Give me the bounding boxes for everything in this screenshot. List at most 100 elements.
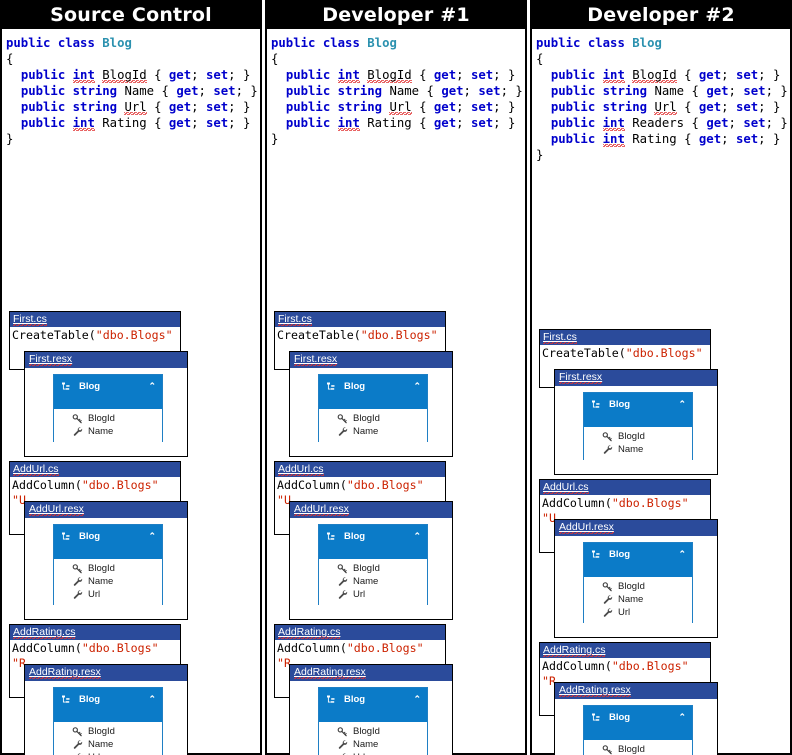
entity-icon xyxy=(327,695,335,703)
migration-resx-titlebar: AddUrl.resx xyxy=(25,502,187,518)
code-token: get xyxy=(433,100,457,114)
chevron-up-icon[interactable]: ⌃ xyxy=(148,694,156,704)
entity-header-spacer xyxy=(319,398,427,409)
code-token xyxy=(65,68,72,82)
migration-cs-code: CreateTable("dbo.Blogs" xyxy=(540,345,710,361)
entity-field-row[interactable]: BlogId xyxy=(319,562,427,575)
key-icon xyxy=(337,563,348,574)
code-token: string xyxy=(602,100,648,114)
key-icon xyxy=(337,726,348,737)
entity-field-row[interactable]: BlogId xyxy=(584,743,692,755)
entity-field-label: Url xyxy=(88,752,100,755)
entity-field-row[interactable]: Name xyxy=(319,738,427,751)
code-line: public class Blog xyxy=(271,35,525,51)
chevron-up-icon[interactable]: ⌃ xyxy=(413,531,421,541)
entity-field-row[interactable]: Url xyxy=(54,751,162,755)
entity-header[interactable]: Blog⌃ xyxy=(54,525,162,548)
entity-field-row[interactable]: BlogId xyxy=(54,562,162,575)
entity-field-row[interactable]: BlogId xyxy=(54,412,162,425)
code-token: public xyxy=(285,116,331,130)
code-token: ; } xyxy=(758,100,781,114)
entity-model-box[interactable]: Blog⌃BlogIdNameUrlRating xyxy=(53,687,163,755)
entity-header[interactable]: Blog⌃ xyxy=(319,688,427,711)
entity-header-spacer xyxy=(319,548,427,559)
entity-header-spacer xyxy=(584,416,692,427)
entity-field-row[interactable]: Url xyxy=(319,751,427,755)
class-code-block: public class Blog{ public int BlogId { g… xyxy=(267,29,525,151)
property-icon xyxy=(602,444,613,455)
entity-header[interactable]: Blog⌃ xyxy=(584,706,692,729)
entity-field-row[interactable]: Name xyxy=(584,443,692,456)
entity-icon xyxy=(325,531,337,543)
chevron-up-icon[interactable]: ⌃ xyxy=(678,399,686,409)
entity-field-row[interactable]: Url xyxy=(54,588,162,601)
chevron-up-icon[interactable]: ⌃ xyxy=(413,381,421,391)
chevron-up-icon[interactable]: ⌃ xyxy=(678,712,686,722)
entity-header[interactable]: Blog⌃ xyxy=(319,375,427,398)
entity-field-row[interactable]: BlogId xyxy=(54,725,162,738)
code-token: set xyxy=(735,100,759,114)
chevron-up-icon[interactable]: ⌃ xyxy=(678,549,686,559)
code-token: set xyxy=(470,68,494,82)
entity-field-label: Url xyxy=(353,589,366,600)
code-token: public xyxy=(20,116,66,130)
entity-name: Blog xyxy=(79,381,101,392)
entity-field-row[interactable]: Name xyxy=(319,425,427,438)
code-token: { xyxy=(684,116,707,130)
code-token: Url xyxy=(124,100,147,115)
entity-icon xyxy=(590,549,602,561)
entity-field-row[interactable]: Url xyxy=(319,588,427,601)
code-token: { xyxy=(271,52,279,66)
chevron-up-icon[interactable]: ⌃ xyxy=(148,381,156,391)
code-line: CreateTable("dbo.Blogs" xyxy=(12,328,180,343)
migration-cs-titlebar: AddRating.cs xyxy=(275,625,445,640)
entity-model-box[interactable]: Blog⌃BlogIdNameUrlRating xyxy=(583,705,693,755)
property-icon xyxy=(73,590,83,599)
code-line: public int BlogId { get; set; } xyxy=(536,67,790,83)
code-token xyxy=(6,100,21,114)
code-token xyxy=(65,116,72,130)
entity-field-row[interactable]: Name xyxy=(54,425,162,438)
entity-field-row[interactable]: Name xyxy=(54,738,162,751)
entity-header[interactable]: Blog⌃ xyxy=(584,543,692,566)
code-token xyxy=(595,84,602,98)
entity-field-row[interactable]: Name xyxy=(584,593,692,606)
entity-field-row[interactable]: BlogId xyxy=(319,412,427,425)
chevron-up-icon[interactable]: ⌃ xyxy=(413,694,421,704)
entity-header[interactable]: Blog⌃ xyxy=(319,525,427,548)
entity-field-row[interactable]: Name xyxy=(319,575,427,588)
entity-header[interactable]: Blog ⌃ xyxy=(54,375,162,398)
entity-field-row[interactable]: BlogId xyxy=(584,430,692,443)
entity-model-box[interactable]: Blog⌃BlogIdNameUrlRating xyxy=(318,687,428,755)
entity-field-row[interactable]: BlogId xyxy=(584,580,692,593)
code-line: "U xyxy=(12,493,180,508)
chevron-up-icon[interactable]: ⌃ xyxy=(148,531,156,541)
entity-field-row[interactable]: Url xyxy=(584,606,692,619)
entity-header[interactable]: Blog⌃ xyxy=(54,688,162,711)
entity-header[interactable]: Blog⌃ xyxy=(584,393,692,416)
code-token: ; } xyxy=(765,84,788,98)
entity-field-row[interactable]: Name xyxy=(54,575,162,588)
code-token: "dbo.Blogs" xyxy=(625,346,703,360)
entity-field-row[interactable]: BlogId xyxy=(319,725,427,738)
code-token: public xyxy=(285,84,331,98)
